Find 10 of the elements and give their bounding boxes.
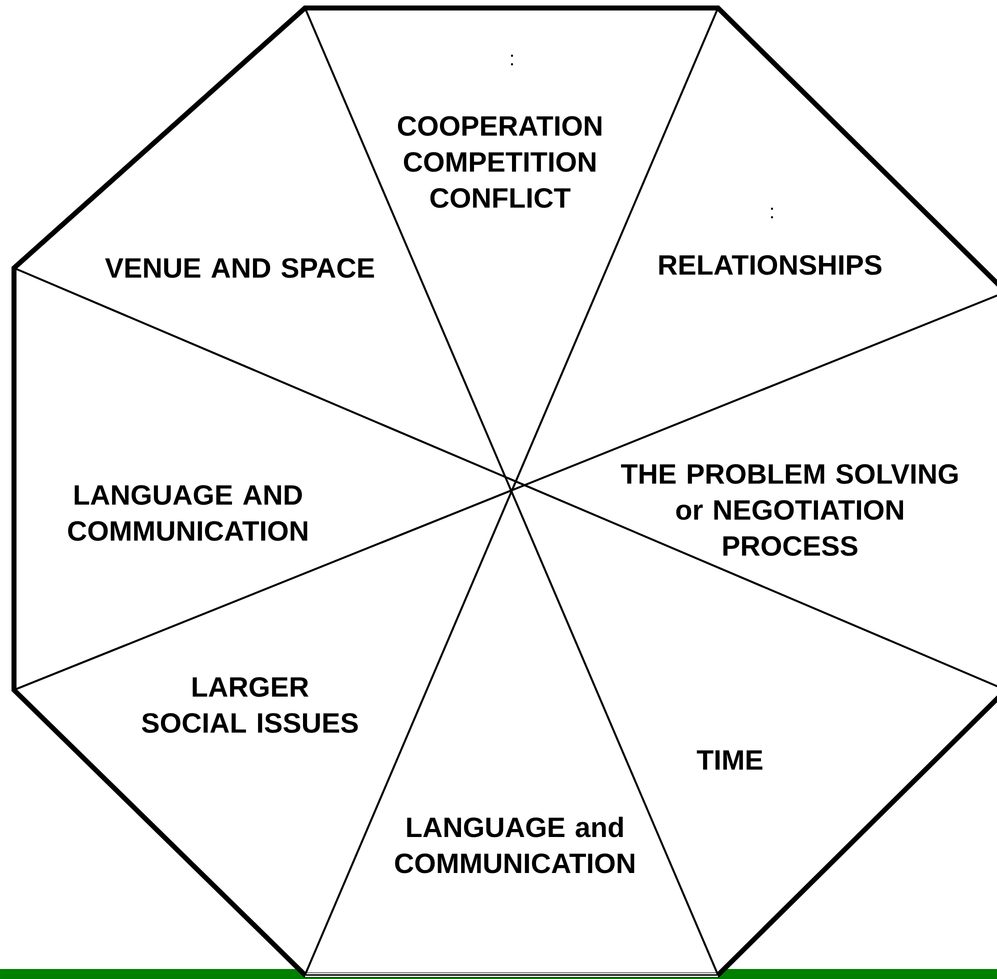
segment-label: THE PROBLEM SOLVING or NEGOTIATION PROCESS <box>621 464 958 556</box>
segment-label: COOPERATION COMPETITION CONFLICT <box>398 116 602 208</box>
segment-label: LARGER SOCIAL ISSUES <box>142 677 358 733</box>
segment-label: RELATIONSHIPS <box>659 255 882 275</box>
segment-label: TIME <box>696 750 762 770</box>
segment-label: VENUE AND SPACE <box>105 258 374 278</box>
segment-label: LANGUAGE and COMMUNICATION <box>395 816 634 874</box>
segment-label: LANGUAGE AND COMMUNICATION <box>68 485 308 541</box>
colon-mark: : <box>771 208 773 218</box>
colon-mark: : <box>511 54 513 66</box>
